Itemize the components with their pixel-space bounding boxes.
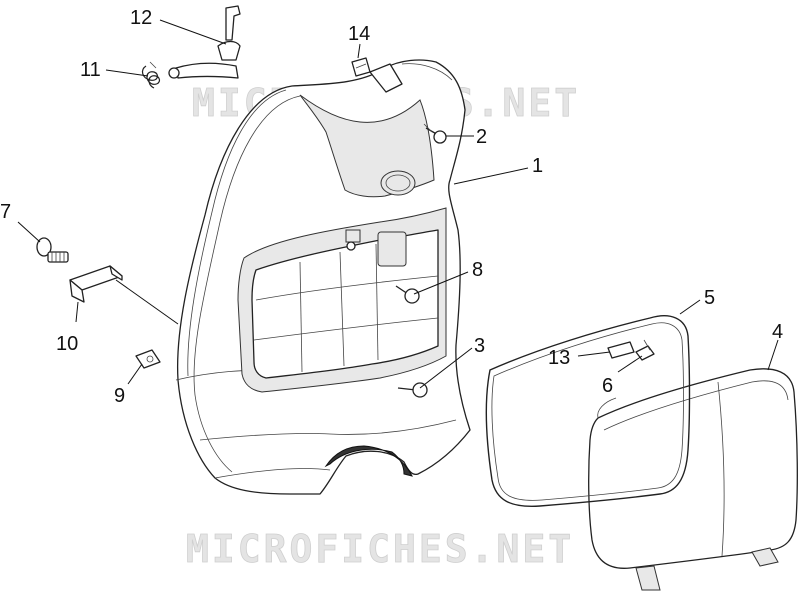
leader-6 xyxy=(617,355,643,373)
callout-labels: 1 2 3 4 5 6 7 8 9 10 11 12 13 14 xyxy=(0,7,783,407)
leader-3 xyxy=(419,347,473,389)
leader-12 xyxy=(159,19,227,45)
leader-10-ext xyxy=(115,279,179,325)
leader-9 xyxy=(127,363,143,385)
callout-6: 6 xyxy=(602,375,613,397)
callout-3: 3 xyxy=(474,335,485,357)
leader-11 xyxy=(105,69,149,77)
leader-13 xyxy=(577,351,611,357)
callout-8: 8 xyxy=(472,259,483,281)
part-7-bolt xyxy=(36,237,69,263)
callout-2: 2 xyxy=(476,126,487,148)
callout-14: 14 xyxy=(348,23,370,45)
part-4-glove-box-door xyxy=(588,368,798,591)
watermark-bottom: MICROFICHES.NET xyxy=(186,527,574,571)
leader-4 xyxy=(767,339,779,371)
callout-5: 5 xyxy=(704,287,715,309)
part-11-spring xyxy=(141,61,161,89)
callout-9: 9 xyxy=(114,385,125,407)
leader-1 xyxy=(453,167,529,185)
part-9-clip-nut xyxy=(135,349,161,369)
part-3-screw xyxy=(397,382,428,398)
leader-5 xyxy=(679,299,701,315)
part-13-clip xyxy=(607,341,635,359)
leader-7 xyxy=(17,221,41,243)
part-8-screw xyxy=(346,241,420,304)
callout-7: 7 xyxy=(0,201,11,223)
part-10-bracket xyxy=(69,265,123,303)
callout-4: 4 xyxy=(772,321,783,343)
leader-lines xyxy=(17,19,779,389)
part-6-clip xyxy=(635,339,655,361)
part-2-screw xyxy=(423,123,447,144)
leader-8 xyxy=(413,271,469,295)
callout-13: 13 xyxy=(548,347,570,369)
callout-12: 12 xyxy=(130,7,152,29)
callout-11: 11 xyxy=(80,59,101,81)
part-5-door-gasket xyxy=(485,315,691,507)
leader-10 xyxy=(75,301,79,323)
part-12-latch xyxy=(168,5,241,79)
part-14-clip xyxy=(351,57,371,77)
part-1-leg-shield-panel xyxy=(175,59,471,495)
callout-1: 1 xyxy=(532,155,543,177)
callout-10: 10 xyxy=(56,333,78,355)
leader-14 xyxy=(357,43,361,59)
